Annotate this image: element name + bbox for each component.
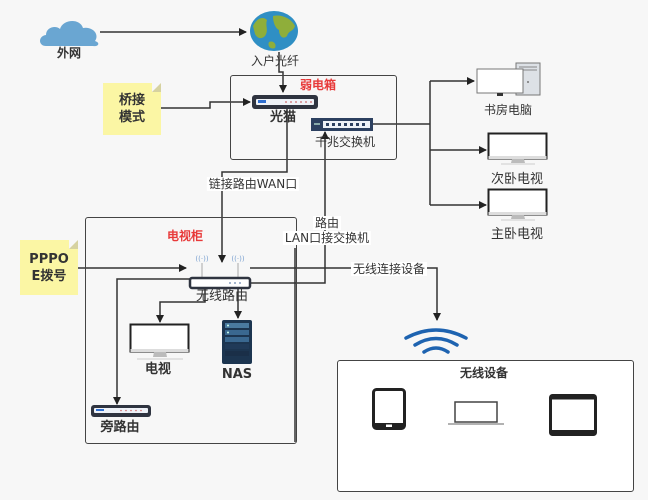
monitor-icon[interactable]	[129, 323, 191, 363]
weak-current-box	[230, 75, 397, 160]
master-bedroom-tv-label: 主卧电视	[490, 227, 544, 242]
switch-label: 千兆交换机	[314, 135, 376, 149]
weak-current-box-label: 弱电箱	[299, 78, 337, 92]
svg-text:((·)): ((·))	[195, 255, 208, 263]
tablet-icon[interactable]	[549, 394, 597, 436]
internet-label: 外网	[56, 46, 82, 60]
modem-icon[interactable]	[252, 94, 318, 110]
modem-label: 光猫	[269, 110, 297, 125]
monitor-icon[interactable]	[487, 188, 549, 224]
study-pc-label: 书房电脑	[483, 103, 533, 117]
bridge-note-line2: 模式	[118, 110, 145, 125]
nas-server-icon[interactable]	[222, 320, 252, 364]
pppoe-note-line2: E拨号	[31, 268, 67, 284]
edge-label-wireless: 无线连接设备	[350, 262, 428, 276]
edge-router-tv	[156, 288, 206, 323]
desktop-pc-icon[interactable]	[476, 62, 542, 98]
tv-label: 电视	[144, 362, 172, 377]
bridge-mode-note: 桥接模式	[103, 83, 161, 135]
tv-cabinet-box	[85, 217, 297, 444]
side-router-label: 旁路由	[100, 420, 140, 435]
wireless-devices-label: 无线设备	[459, 366, 509, 380]
edge-label-lan-line1: 路由	[312, 216, 342, 230]
edge-fiber-modem	[278, 52, 287, 93]
wireless-router-icon[interactable]: ((·)) ((·))	[188, 252, 252, 290]
edge-router-switch	[250, 131, 329, 284]
phone-icon[interactable]	[372, 388, 406, 430]
second-bedroom-tv-label: 次卧电视	[490, 172, 544, 187]
tv-cabinet-label: 电视柜	[166, 229, 204, 243]
nas-label: NAS	[221, 367, 253, 382]
monitor-icon[interactable]	[487, 132, 549, 168]
cloud-icon	[40, 20, 99, 47]
globe-icon	[250, 11, 298, 51]
edge-router-siderouter	[113, 278, 190, 405]
bridge-note-line1: 桥接	[118, 93, 145, 108]
router-icon[interactable]	[91, 404, 151, 418]
pppoe-note-line1: PPPO	[29, 251, 69, 267]
edge-router-wireless	[250, 267, 441, 321]
edge-label-lan-line2: LAN口接交换机	[282, 231, 372, 245]
laptop-icon[interactable]	[448, 401, 504, 427]
svg-text:((·)): ((·))	[231, 255, 244, 263]
wireless-router-label: 无线路由	[195, 289, 249, 304]
edge-label-wan: 链接路由WAN口	[206, 177, 300, 191]
fiber-label: 入户光纤	[250, 54, 300, 68]
switch-icon[interactable]	[311, 118, 373, 131]
wifi-signal-icon	[404, 328, 468, 354]
